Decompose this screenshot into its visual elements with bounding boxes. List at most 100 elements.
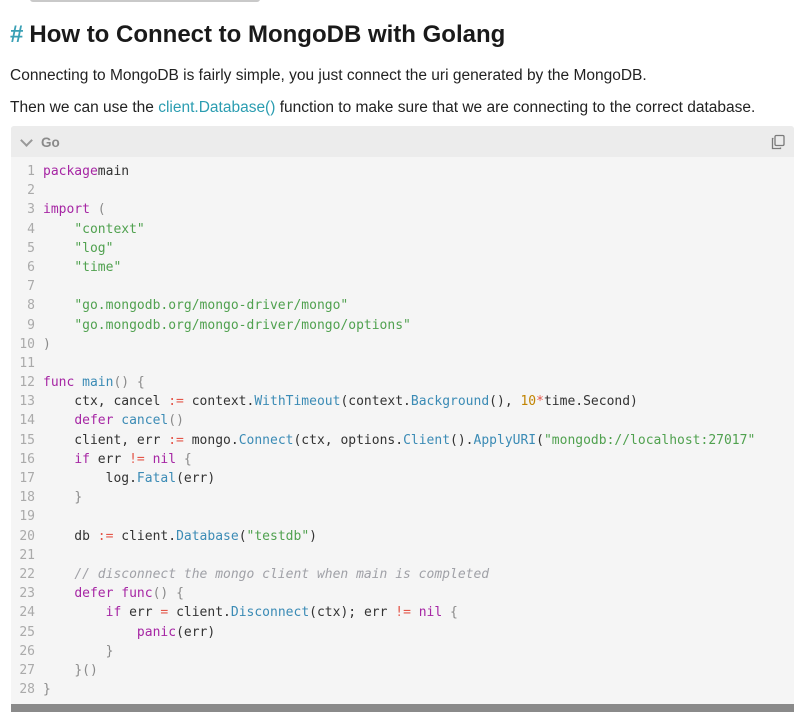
line-number: 22 [19,566,35,582]
code-line: 9 "go.mongodb.org/mongo-driver/mongo/opt… [11,316,794,335]
code-text: "go.mongodb.org/mongo-driver/mongo" [35,296,348,315]
code-block-header: Go [11,126,794,157]
code-token: "testdb" [246,528,310,544]
code-token: ) [43,336,51,352]
code-text [35,507,43,526]
code-text: if err != nil { [35,450,191,469]
code-token: nil [152,451,177,467]
code-text: ) [35,335,51,354]
code-token: (err) [176,471,216,486]
code-text [35,181,43,200]
code-line: 2 [11,181,794,200]
code-token: (). [450,432,474,448]
line-number: 4 [27,221,35,237]
code-text: // disconnect the mongo client when main… [35,565,489,584]
line-number: 1 [27,164,35,179]
code-token: client, err [43,432,169,448]
code-token: Connect [238,432,294,448]
code-text: "time" [35,258,121,277]
section-heading: #How to Connect to MongoDB with Golang [10,19,505,51]
code-token: time.Second) [543,394,638,410]
code-token: defer [74,413,114,429]
code-token: nil [418,605,443,621]
code-text: ctx, cancel := context.WithTimeout(conte… [35,392,638,411]
code-language-label: Go [41,134,60,150]
code-line: 16 if err != nil { [11,450,794,469]
code-text: db := client.Database("testdb") [35,527,317,546]
line-number: 27 [19,662,35,678]
code-line: 19 [11,507,794,526]
code-token: // disconnect the mongo client when main… [74,566,490,582]
code-token: * [536,394,544,410]
code-token: context. [183,394,255,410]
code-token: }() [74,662,98,678]
code-token: ApplyURI [473,432,537,448]
code-token: "go.mongodb.org/mongo-driver/mongo/optio… [74,317,411,333]
copy-icon[interactable] [770,134,786,150]
code-token: client. [113,528,177,544]
code-token [176,452,184,467]
code-token [43,625,137,640]
code-token: () { [152,586,184,602]
code-token [43,567,74,582]
code-line: 10) [11,335,794,354]
code-text: "context" [35,220,144,239]
client-database-link[interactable]: client.Database() [158,99,276,116]
usage-paragraph-text-before: Then we can use the [10,99,159,116]
code-text: "go.mongodb.org/mongo-driver/mongo/optio… [35,316,411,335]
code-token [43,222,74,237]
code-token: (), [489,394,521,410]
code-line: 4 "context" [11,220,794,239]
code-token: if [105,605,122,621]
code-token: Fatal [136,471,177,486]
code-token: log. [43,471,137,486]
code-token: db [43,528,98,544]
code-token: package [43,164,98,179]
line-number: 6 [27,259,35,275]
code-line: 18 } [11,488,794,507]
line-number: 11 [19,355,35,371]
line-number: 18 [19,490,35,506]
code-line: 20 db := client.Database("testdb") [11,527,794,546]
code-token [43,413,74,428]
code-token: client. [168,605,231,621]
code-text [35,546,43,565]
code-token: import [43,202,90,218]
code-token [43,452,74,467]
code-token: } [43,682,51,698]
heading-anchor-link[interactable]: # [10,21,24,48]
code-line: 27 }() [11,661,794,680]
code-line: 17 log.Fatal(err) [11,469,794,488]
code-line: 21 [11,546,794,565]
code-token: := [168,394,184,410]
code-token: := [168,432,184,448]
horizontal-scrollbar[interactable] [11,704,794,712]
line-number: 13 [19,394,35,410]
code-token: } [74,490,83,506]
collapse-toggle[interactable]: Go [20,132,60,152]
line-number: 7 [27,279,35,295]
code-text: log.Fatal(err) [35,469,216,488]
line-number: 10 [19,336,35,352]
code-line: 24 if err = client.Disconnect(ctx); err … [11,603,794,622]
code-line: 7 [11,277,794,296]
scrollbar-thumb[interactable] [11,704,794,712]
code-token [411,605,419,620]
heading-text: How to Connect to MongoDB with Golang [29,21,506,48]
code-token: = [160,605,169,621]
code-token: Disconnect [230,605,310,621]
line-number: 19 [19,509,35,525]
code-token: ( [536,432,544,448]
code-text: packagemain [35,162,129,181]
code-token: Database [176,528,239,544]
usage-paragraph: Then we can use the client.Database() fu… [10,98,755,118]
code-token: Client [403,432,451,448]
usage-paragraph-text-after: function to make sure that we are connec… [275,99,756,116]
code-text: } [35,680,51,699]
code-token [43,490,74,505]
code-text: client, err := mongo.Connect(ctx, option… [35,431,755,450]
line-number: 14 [19,413,35,429]
